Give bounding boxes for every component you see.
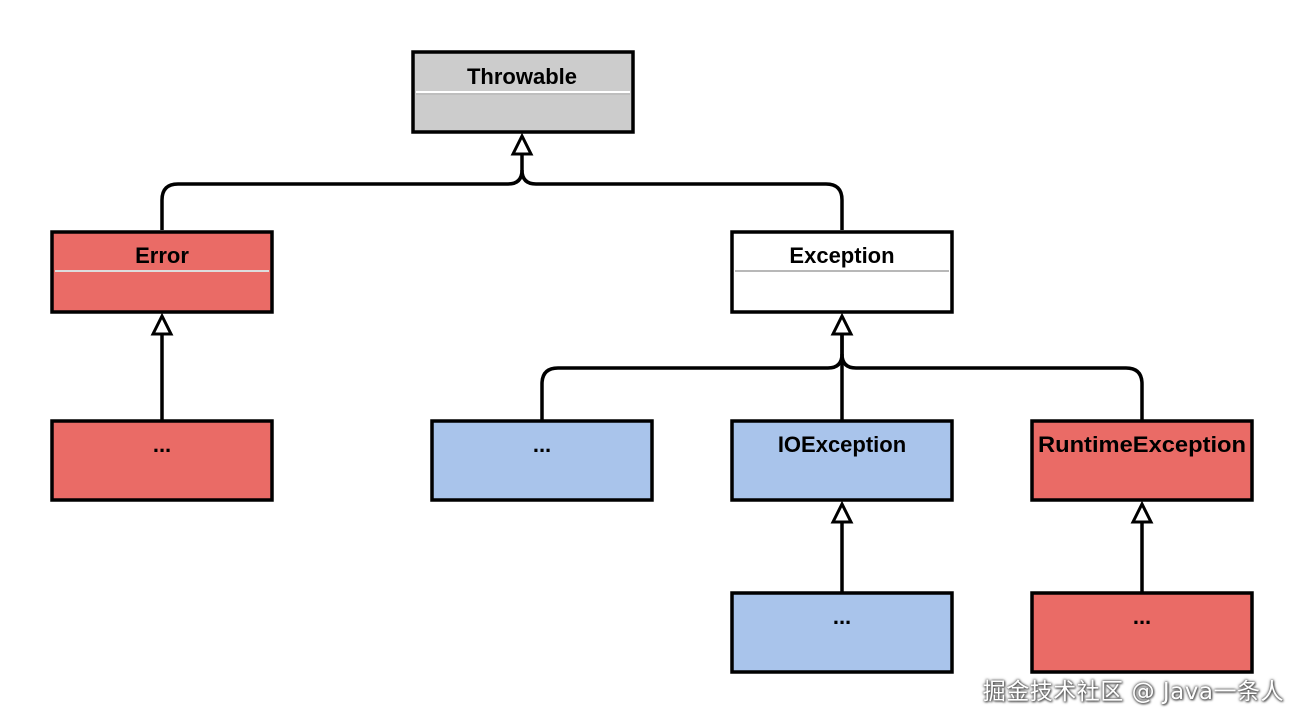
edge-exception-to-throwable xyxy=(520,169,844,230)
node-io-child-box xyxy=(730,591,954,674)
node-exception-other: ... xyxy=(430,419,654,502)
node-ioexception-box xyxy=(730,419,954,502)
node-exception-label: Exception xyxy=(789,243,894,268)
node-ioexception: IOException xyxy=(730,419,954,502)
arrowhead-error xyxy=(150,312,174,336)
edge-error-to-throwable xyxy=(160,152,524,230)
node-ioexception-label: IOException xyxy=(778,432,906,457)
node-exception-other-box xyxy=(430,419,654,502)
node-error-child: ... xyxy=(50,419,274,502)
node-io-child: ... xyxy=(730,591,954,674)
edge-runtimeexception-to-exception xyxy=(840,353,1144,420)
watermark: 掘金技术社区 @ Java一条人 xyxy=(982,679,1284,705)
node-runtimeexception-label: RuntimeException xyxy=(1038,432,1246,457)
node-runtimeexception: RuntimeException xyxy=(1030,419,1254,502)
arrowhead-exception xyxy=(830,312,854,336)
node-throwable: Throwable xyxy=(411,50,635,134)
node-runtimeexception-box xyxy=(1030,419,1254,502)
arrowheads xyxy=(150,132,1154,524)
node-error-label: Error xyxy=(135,243,189,268)
connectors xyxy=(160,152,1144,592)
node-error: Error xyxy=(50,230,274,314)
arrowhead-ioexception xyxy=(830,500,854,524)
edge-exception-other-to-exception xyxy=(540,332,844,420)
node-exception: Exception xyxy=(730,230,954,314)
node-error-child-label: ... xyxy=(153,432,171,457)
arrowhead-throwable xyxy=(510,132,534,156)
node-runtime-child-label: ... xyxy=(1133,604,1151,629)
node-error-child-box xyxy=(50,419,274,502)
node-runtime-child: ... xyxy=(1030,591,1254,674)
node-runtime-child-box xyxy=(1030,591,1254,674)
node-io-child-label: ... xyxy=(833,604,851,629)
node-throwable-label: Throwable xyxy=(467,64,577,89)
node-exception-other-label: ... xyxy=(533,432,551,457)
arrowhead-runtimeexception xyxy=(1130,500,1154,524)
